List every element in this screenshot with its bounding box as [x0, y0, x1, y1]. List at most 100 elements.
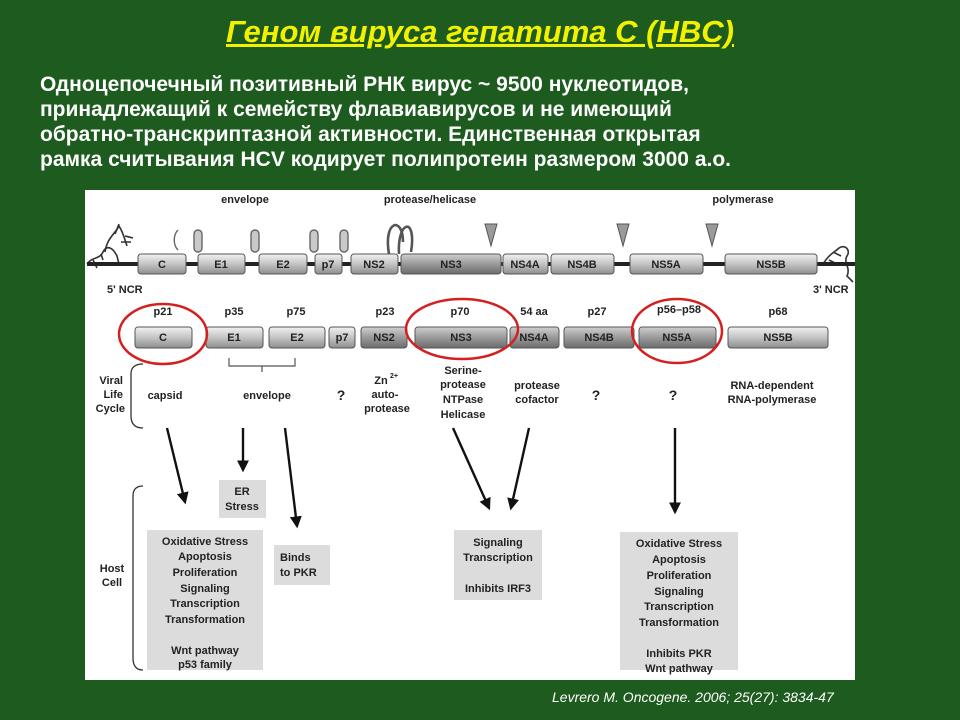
ns5a-effect: Signaling: [654, 586, 704, 598]
lifecycle-bracket: [130, 363, 144, 429]
genome-segment-label: NS2: [363, 259, 384, 271]
host-cell-bracket: [132, 485, 144, 671]
core-effects-box: [147, 530, 263, 670]
protein-box: [134, 326, 193, 349]
protein-size-label: p68: [769, 306, 788, 318]
function-unknown: ?: [592, 387, 601, 403]
protein-box: [414, 326, 508, 349]
label-polymerase: polymerase: [712, 194, 773, 206]
ncr-3-label: 3' NCR: [813, 284, 849, 296]
protein-size-label: p56–p58: [657, 304, 701, 316]
intro-line: Одноцепочечный позитивный РНК вирус ~ 95…: [40, 73, 689, 96]
core-effect: Wnt pathway: [171, 645, 240, 657]
label-protease-helicase: protease/helicase: [384, 194, 476, 206]
protein-label: C: [159, 332, 167, 344]
core-effect: Transcription: [170, 598, 240, 610]
arrow-core: [165, 427, 189, 505]
highlight-circle-core: [117, 302, 209, 366]
page-title: Геном вируса гепатита С (HBC): [226, 14, 734, 49]
genome-segment-label: E1: [214, 259, 227, 271]
function-ns3: Helicase: [441, 409, 486, 421]
genome-segment: [137, 253, 187, 275]
function-ns4a: cofactor: [515, 394, 559, 406]
er-stress-text: ER: [234, 486, 249, 498]
genome-segment: [258, 253, 308, 275]
viral-life-cycle-label: Life: [103, 389, 123, 401]
function-ns2: auto-: [372, 389, 399, 401]
function-ns2-superscript: 2+: [390, 373, 398, 380]
ns5a-effect: Apoptosis: [652, 554, 706, 566]
genome-segment: [629, 253, 704, 275]
function-ns5b: RNA-dependent: [730, 380, 813, 392]
protein-label: NS5A: [662, 332, 691, 344]
genome-segment: [724, 253, 818, 275]
ns3-effects-box: [454, 530, 542, 600]
er-stress-text: Stress: [225, 501, 259, 513]
genome-segment: [502, 253, 549, 275]
core-effect: p53 family: [178, 659, 233, 671]
protein-size-label: p27: [588, 306, 607, 318]
protein-box: [638, 326, 717, 349]
arrow-pkr: [283, 427, 302, 529]
protein-label: p7: [336, 332, 349, 344]
er-stress-box: [219, 480, 266, 518]
core-effect: Apoptosis: [178, 551, 232, 563]
viral-life-cycle-label: Cycle: [96, 403, 125, 415]
intro-line: рамка считывания HCV кодирует полипротеи…: [40, 148, 732, 171]
protein-size-label: p70: [451, 306, 470, 318]
highlight-circle-ns3: [404, 297, 520, 361]
ns3-effect: Transcription: [463, 552, 533, 564]
protein-label: NS4A: [519, 332, 548, 344]
protein-label: NS2: [373, 332, 394, 344]
membrane-anchors: [173, 229, 349, 253]
function-capsid: capsid: [148, 390, 183, 402]
intro-text: Одноцепочечный позитивный РНК вирус ~ 95…: [40, 72, 940, 172]
ns3-helicase-loops: [386, 223, 414, 255]
genome-segment: [314, 253, 343, 275]
ns5a-effect: Transformation: [639, 617, 719, 629]
function-envelope: envelope: [243, 390, 291, 402]
core-effect: Transformation: [165, 614, 245, 626]
intro-line: обратно-транскриптазной активности. Един…: [40, 123, 701, 146]
arrow-ns3-signaling: [451, 427, 491, 511]
ns5a-effect: Wnt pathway: [645, 663, 714, 675]
protein-box: [727, 326, 829, 349]
function-unknown: ?: [669, 387, 678, 403]
genome-segment-label: NS5B: [756, 259, 785, 271]
protein-size-label: p35: [225, 306, 244, 318]
ns5a-effect: Proliferation: [647, 570, 712, 582]
pkr-box: [274, 545, 330, 585]
ns5a-effect: Oxidative Stress: [636, 538, 722, 550]
ns3-effect: Signaling: [473, 537, 523, 549]
core-effect: Proliferation: [173, 567, 238, 579]
arrow-ns4a-signaling: [507, 427, 531, 511]
hcv-genome-figure: envelope protease/helicase polymerase 5'…: [85, 190, 855, 680]
function-ns2: Zn: [374, 375, 388, 387]
genome-segment: [400, 253, 502, 275]
protein-box: [509, 326, 560, 349]
protein-label: NS4B: [584, 332, 613, 344]
function-unknown: ?: [337, 387, 346, 403]
label-envelope: envelope: [221, 194, 269, 206]
core-effect: Signaling: [180, 583, 230, 595]
function-ns3: protease: [440, 379, 486, 391]
intro-line: принадлежащий к семейству флавиавирусов …: [40, 98, 672, 121]
protein-label: E1: [227, 332, 240, 344]
protein-label: NS3: [450, 332, 471, 344]
host-cell-label: Cell: [102, 577, 122, 589]
genome-segment-label: NS3: [440, 259, 461, 271]
citation: Levrero M. Oncogene. 2006; 25(27): 3834-…: [552, 689, 834, 705]
function-ns4a: protease: [514, 380, 560, 392]
genome-segment-label: NS4A: [510, 259, 539, 271]
genome-segments: [137, 253, 818, 275]
function-ns5b: RNA-polymerase: [728, 394, 817, 406]
genome-segment: [550, 253, 615, 275]
protease-cleavage-triangles: [484, 223, 719, 248]
ns5a-effects-box: [620, 532, 738, 670]
protein-size-label: p75: [287, 306, 306, 318]
ncr-5-structure: [86, 223, 134, 269]
ns5a-effect: Inhibits PKR: [646, 648, 711, 660]
protein-size-label: 54 aa: [520, 306, 548, 318]
genome-segment-label: E2: [276, 259, 289, 271]
function-ns2: protease: [364, 403, 410, 415]
